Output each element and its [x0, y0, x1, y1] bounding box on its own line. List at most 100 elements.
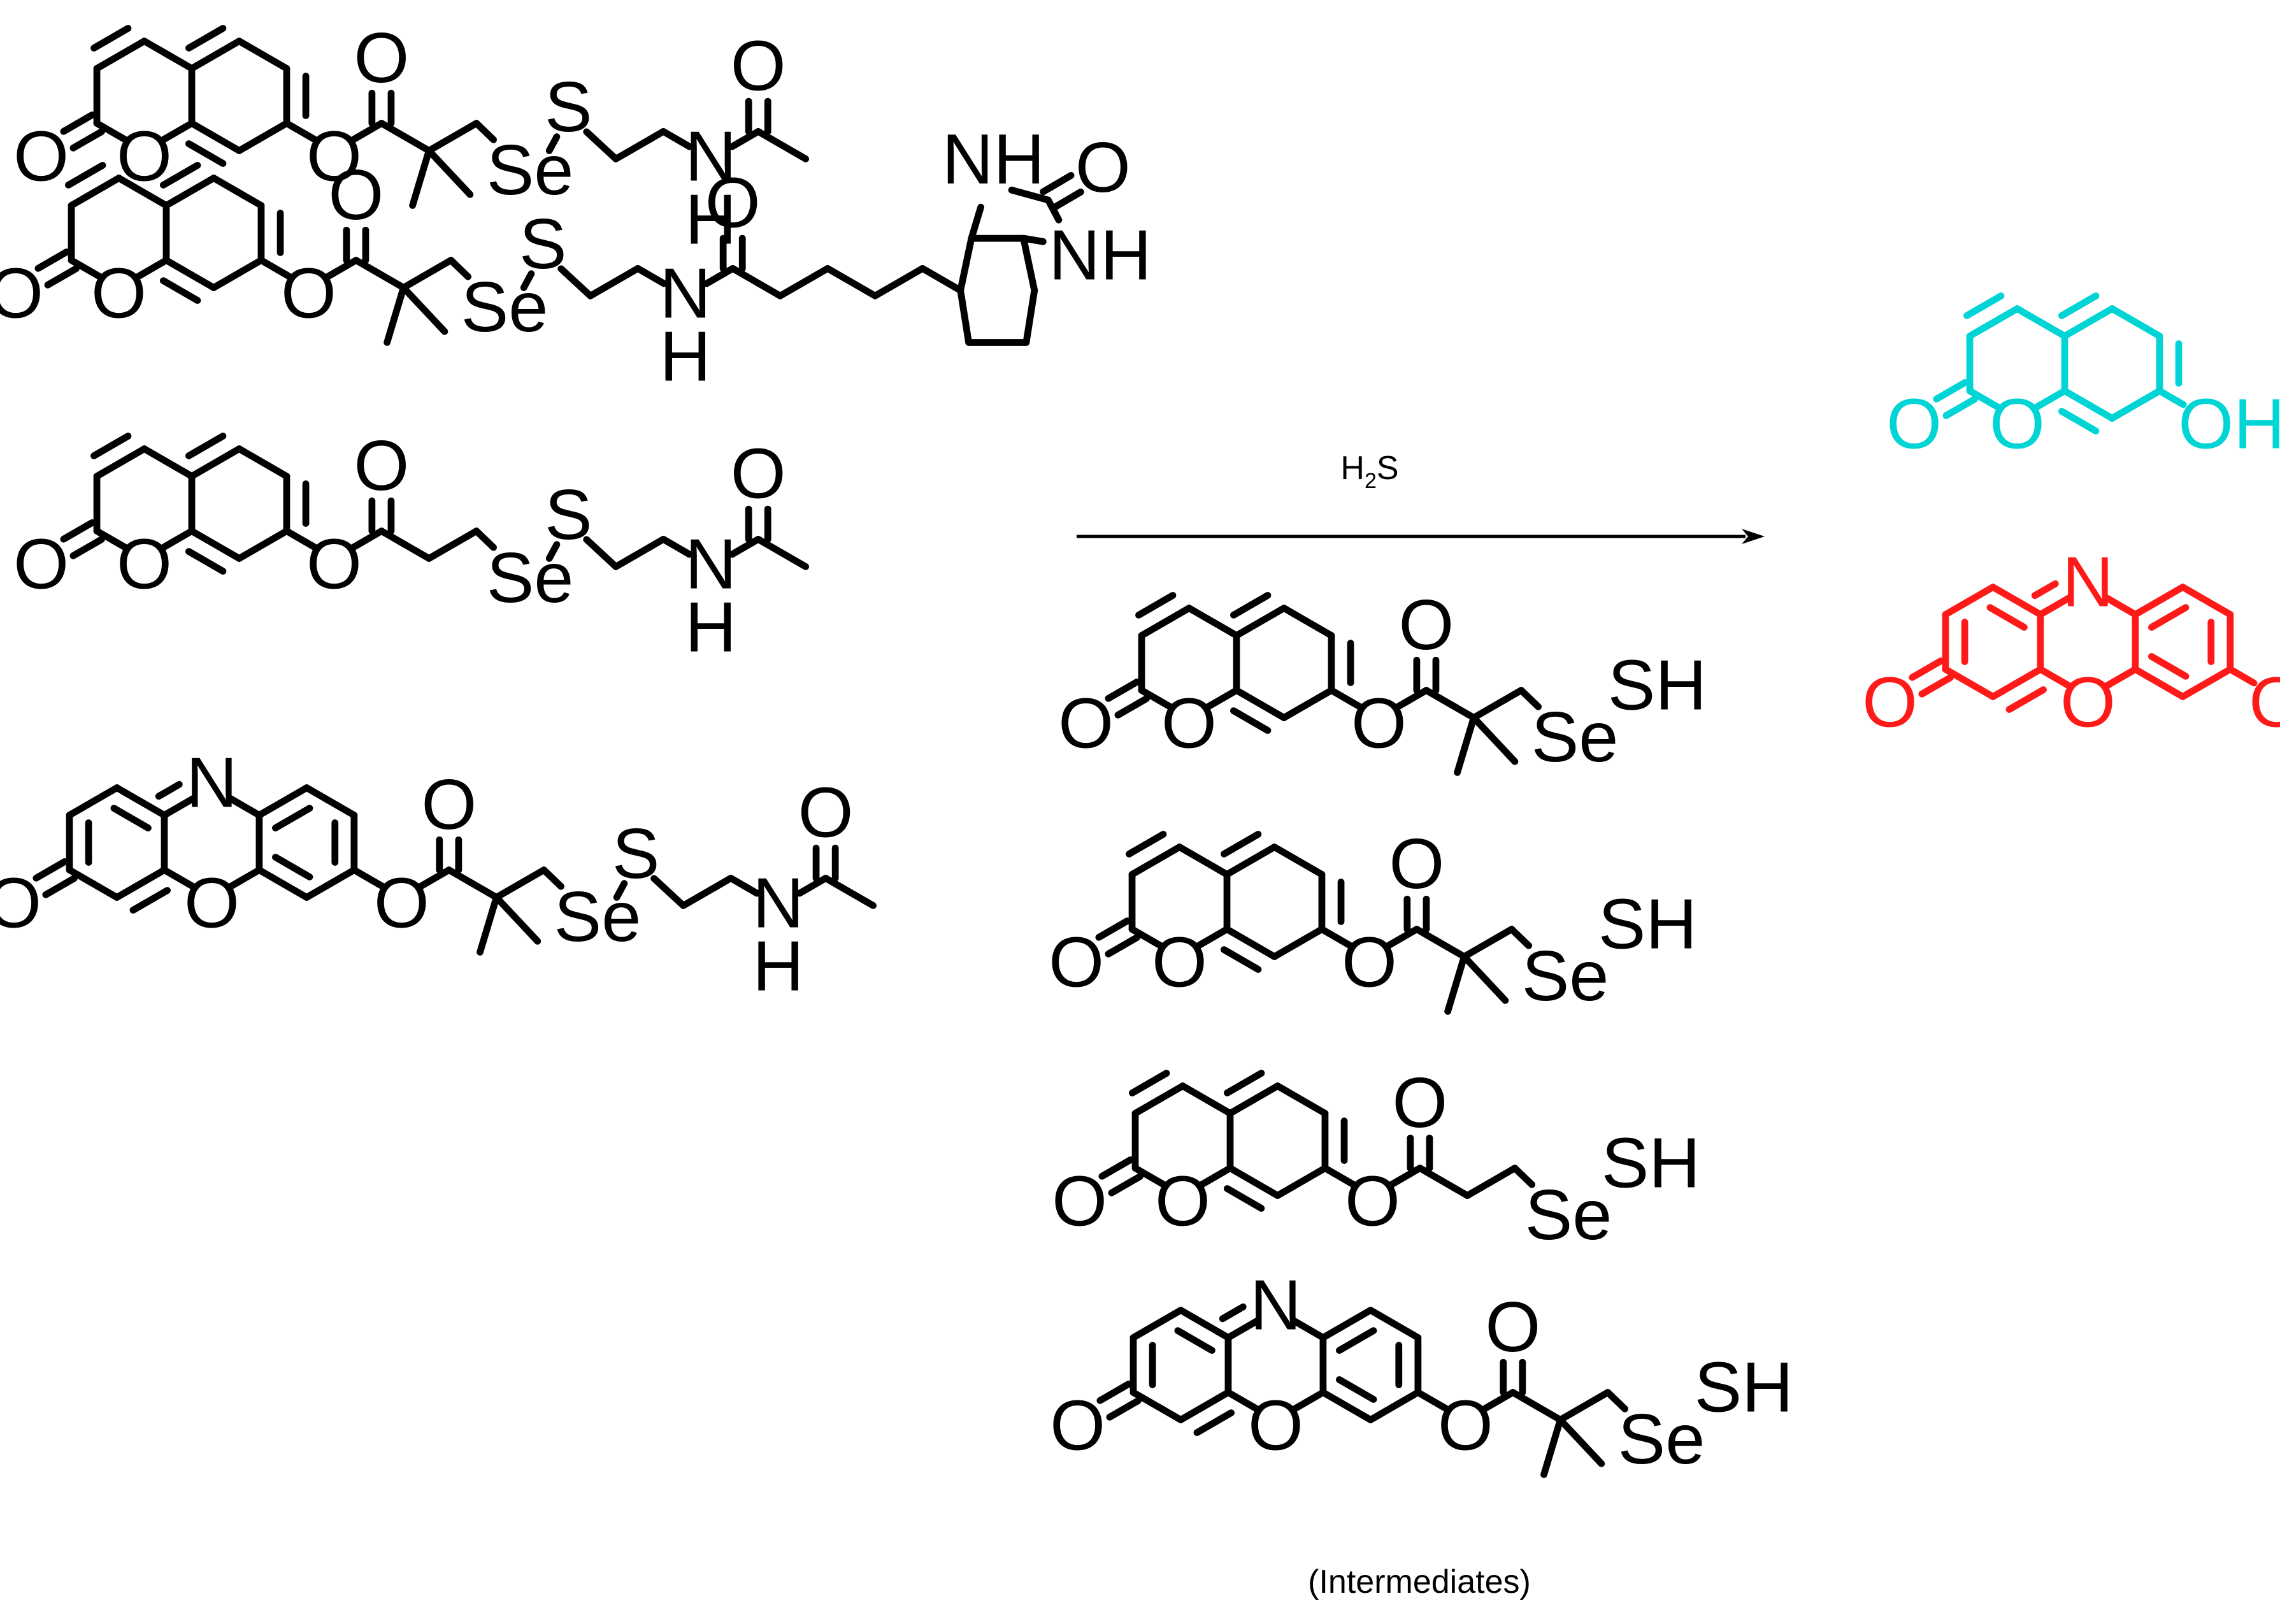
bond-line — [545, 541, 561, 562]
carbonyl-bond-line — [1114, 695, 1150, 719]
double-bond-line — [1336, 1376, 1377, 1403]
bond-line — [1129, 1307, 1184, 1341]
bond-line — [349, 528, 385, 551]
bond-line — [236, 528, 290, 562]
bond-line — [66, 866, 120, 901]
ring-nitrogen-label: N — [186, 742, 238, 822]
ring-oxygen-label: O — [1248, 1386, 1303, 1465]
carbonyl-oxygen-label: O — [354, 18, 409, 97]
carbonyl-bond-line — [60, 111, 96, 135]
bond-line — [1461, 953, 1509, 1004]
double-bond-line — [185, 25, 227, 52]
carbonyl-bond-line — [42, 875, 78, 898]
ester-oxygen-label: O — [306, 117, 362, 196]
double-bond-line — [65, 162, 106, 189]
bond-line — [680, 875, 735, 909]
carbonyl-oxygen-label: O — [0, 863, 41, 943]
bond-line — [727, 875, 761, 897]
bond-line — [1274, 1165, 1329, 1199]
bond-line — [1274, 1082, 1329, 1117]
bond-line — [1271, 844, 1326, 878]
bond-line — [650, 875, 687, 909]
bond-line — [919, 265, 964, 294]
amide-oxygen-label: O — [798, 773, 854, 852]
double-bond-line — [113, 866, 168, 901]
probe-4-structure: NOOOOSeSNHO — [0, 742, 877, 1006]
ring-oxygen-label: O — [1155, 1161, 1210, 1241]
bond-line — [1414, 1389, 1450, 1412]
urea-nitrogen-label: NH — [1049, 215, 1151, 294]
reagent-subscript: 2 — [1365, 469, 1377, 493]
double-bond-line — [1233, 687, 1287, 721]
double-bond-line — [2058, 292, 2100, 319]
carbonyl-oxygen-label: O — [0, 254, 43, 333]
bond-line — [1481, 1389, 1517, 1412]
amide-nitrogen-label: N — [685, 117, 736, 196]
bond-line — [796, 875, 829, 897]
double-bond-line — [1223, 926, 1278, 960]
bond-line — [1186, 605, 1240, 639]
bond-line — [520, 270, 535, 291]
bond-line — [1966, 387, 2002, 411]
carbonyl-oxygen-label: O — [13, 524, 69, 604]
double-bond-line — [110, 805, 152, 831]
ring-oxygen-label: O — [117, 524, 172, 604]
bond-line — [1008, 186, 1052, 204]
bond-line — [210, 257, 265, 291]
amide-nitrogen-label: N — [752, 863, 804, 943]
bond-line — [1413, 926, 1468, 960]
double-bond-line — [1224, 1185, 1265, 1212]
bond-line — [227, 795, 263, 819]
bond-line — [1224, 1389, 1261, 1412]
carbonyl-oxygen-label: O — [1050, 1386, 1105, 1465]
bond-line — [1942, 584, 1997, 618]
ring-nitrogen-label: N — [1250, 1265, 1301, 1344]
bond-line — [1470, 687, 1525, 721]
bond-line — [1291, 1318, 1327, 1341]
double-bond-line — [1177, 1307, 1232, 1341]
thiol-label: SH — [1602, 1123, 1700, 1202]
bond-line — [492, 866, 548, 901]
thiol-label: SH — [1608, 645, 1707, 724]
double-bond-line — [93, 445, 148, 480]
double-bond-line — [162, 175, 217, 209]
bond-line — [1022, 287, 1038, 346]
bond-line — [2156, 387, 2187, 408]
double-bond-line — [1226, 1165, 1281, 1199]
hydroxyl-label: OH — [2178, 384, 2280, 464]
carbonyl-bond-line — [1040, 171, 1075, 196]
bond-line — [303, 784, 358, 819]
carbonyl-oxygen-label: O — [1049, 923, 1104, 1002]
carbonyl-bond-line — [1108, 1173, 1144, 1196]
bond-line — [2037, 666, 2073, 689]
ring-nitrogen-label: N — [2062, 542, 2114, 621]
ester-oxygen-label: O — [281, 254, 336, 333]
bond-line — [1204, 687, 1240, 710]
carbonyl-bond-line — [34, 248, 70, 272]
bond-line — [426, 147, 474, 198]
double-bond-line — [1963, 292, 2005, 319]
bond-line — [236, 38, 290, 72]
bond-line — [227, 866, 263, 890]
bond-line — [2109, 387, 2163, 422]
bond-line — [2103, 594, 2139, 618]
bond-line — [1556, 1389, 1612, 1423]
double-bond-line — [2005, 686, 2047, 713]
bond-line — [1020, 234, 1038, 294]
bond-line — [777, 265, 831, 299]
bond-line — [2179, 666, 2234, 700]
double-bond-line — [160, 162, 201, 189]
bond-line — [1444, 953, 1468, 1015]
double-bond-line — [2061, 305, 2116, 340]
bond-line — [728, 128, 762, 150]
bond-line — [159, 528, 196, 551]
resorufin-product: NOOOH — [1862, 542, 2280, 742]
bond-line — [1198, 1165, 1234, 1188]
double-bond-line — [2132, 666, 2186, 700]
amide-oxygen-label: O — [731, 434, 786, 514]
bond-line — [613, 880, 628, 901]
bond-line — [754, 536, 810, 570]
carbonyl-bond-line — [1049, 188, 1084, 212]
